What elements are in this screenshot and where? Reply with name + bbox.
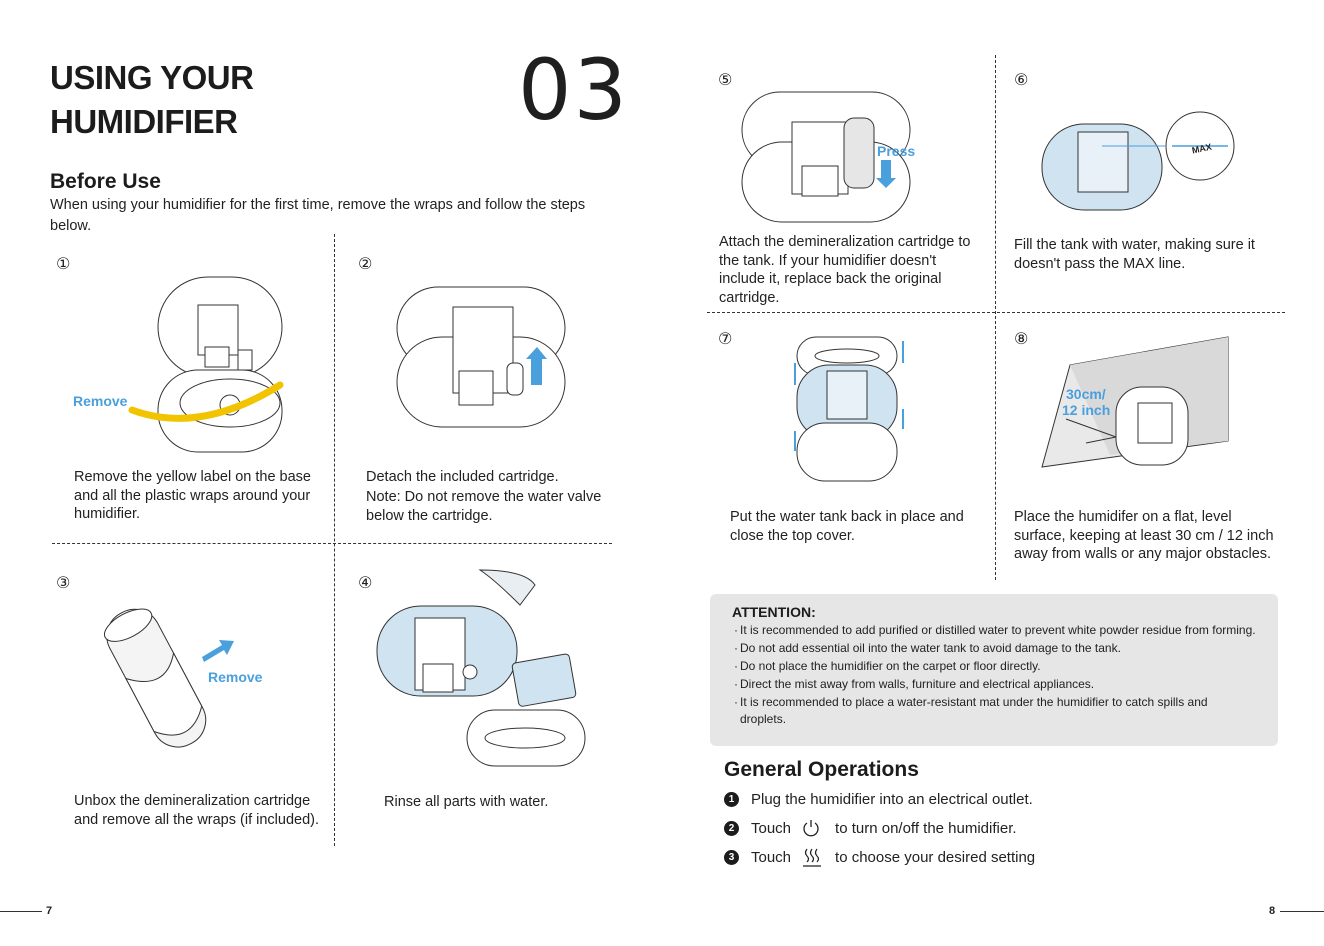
footer-rule-left	[0, 911, 42, 912]
step-4-text: Rinse all parts with water.	[384, 794, 549, 810]
attention-item: ·Direct the mist away from walls, furnit…	[734, 677, 1095, 691]
operation-item-2: 2 Touch to turn on/off the humidifier.	[724, 817, 1017, 839]
step-5-illustration: Press	[741, 91, 915, 223]
before-use-intro: When using your humidifier for the first…	[50, 197, 586, 234]
step-4-illustration	[376, 569, 586, 767]
step-3-number: ③	[56, 573, 71, 592]
operation-item-3: 3 Touch to choose your desired setting	[724, 846, 1035, 868]
before-use-heading: Before Use	[50, 170, 161, 193]
step-7-illustration	[794, 336, 904, 482]
step-3-illustration: Remove	[103, 608, 263, 748]
step-1-callout: Remove	[73, 393, 128, 409]
step-1-illustration: Remove	[73, 276, 284, 453]
divider-vertical-left	[334, 234, 335, 846]
attention-item: ·Do not place the humidifier on the carp…	[734, 659, 1041, 673]
attention-item: ·It is recommended to add purified or di…	[734, 623, 1256, 637]
step-8-text: Place the humidifer on a flat, level sur…	[1014, 509, 1274, 562]
attention-item: ·Do not add essential oil into the water…	[734, 641, 1121, 655]
step-8-illustration: 30cm/ 12 inch	[1041, 336, 1229, 468]
step-6-text: Fill the tank with water, making sure it…	[1014, 237, 1255, 272]
step-2-number: ②	[358, 254, 373, 273]
section-title-line2: HUMIDIFIER	[50, 103, 238, 140]
step-8-number: ⑧	[1014, 329, 1029, 348]
attention-item: ·It is recommended to place a water-resi…	[734, 695, 1208, 726]
operation-text: to choose your desired setting	[835, 848, 1036, 866]
step-6-number: ⑥	[1014, 70, 1029, 89]
step-5-text: Attach the demineralization cartridge to…	[719, 234, 971, 306]
divider-horizontal-left	[52, 543, 612, 544]
step-1-number: ①	[56, 254, 71, 273]
step-1-text: Remove the yellow label on the base and …	[74, 469, 311, 522]
step-badge: 3	[724, 849, 739, 865]
divider-vertical-right	[995, 55, 996, 580]
step-4-number: ④	[358, 573, 373, 592]
operation-item-1: 1 Plug the humidifier into an electrical…	[724, 788, 1033, 810]
step-7-text: Put the water tank back in place and clo…	[730, 509, 964, 544]
step-6-illustration: MAX	[1041, 111, 1235, 211]
divider-horizontal-right	[707, 312, 1285, 313]
section-number: 03	[518, 41, 629, 139]
step-3-callout: Remove	[208, 669, 263, 685]
section-title: USING YOUR HUMIDIFIER	[50, 56, 254, 144]
step-5-callout: Press	[877, 143, 915, 159]
operation-prefix: Touch	[751, 819, 792, 837]
operation-text: to turn on/off the humidifier.	[835, 819, 1017, 837]
attention-list: ·It is recommended to add purified or di…	[732, 622, 1256, 728]
attention-heading: ATTENTION:	[732, 604, 816, 620]
operation-prefix: Touch	[751, 848, 792, 866]
step-badge: 2	[724, 820, 739, 836]
page-number-left: 7	[46, 905, 53, 917]
page-number-right: 8	[1269, 905, 1276, 917]
step-3-text: Unbox the demineralization cartridge and…	[74, 793, 320, 828]
section-title-line1: USING YOUR	[50, 59, 254, 96]
step-8-callout-line2: 12 inch	[1062, 402, 1110, 418]
step-5-number: ⑤	[718, 70, 733, 89]
step-2-text: Detach the included cartridge.	[366, 469, 559, 485]
power-icon	[801, 818, 821, 838]
attention-box: ATTENTION: ·It is recommended to add pur…	[710, 594, 1278, 746]
step-badge: 1	[724, 791, 739, 807]
operation-text: Plug the humidifier into an electrical o…	[751, 790, 1033, 808]
step-2-illustration	[396, 286, 566, 428]
step-7-number: ⑦	[718, 329, 733, 348]
step-2-note: Note: Do not remove the water valve belo…	[366, 489, 602, 524]
step-6-callout: MAX	[1191, 142, 1213, 156]
step-8-callout-line1: 30cm/	[1066, 386, 1106, 402]
general-operations-heading: General Operations	[724, 758, 919, 781]
footer-rule-right	[1280, 911, 1324, 912]
mist-icon	[801, 846, 823, 868]
